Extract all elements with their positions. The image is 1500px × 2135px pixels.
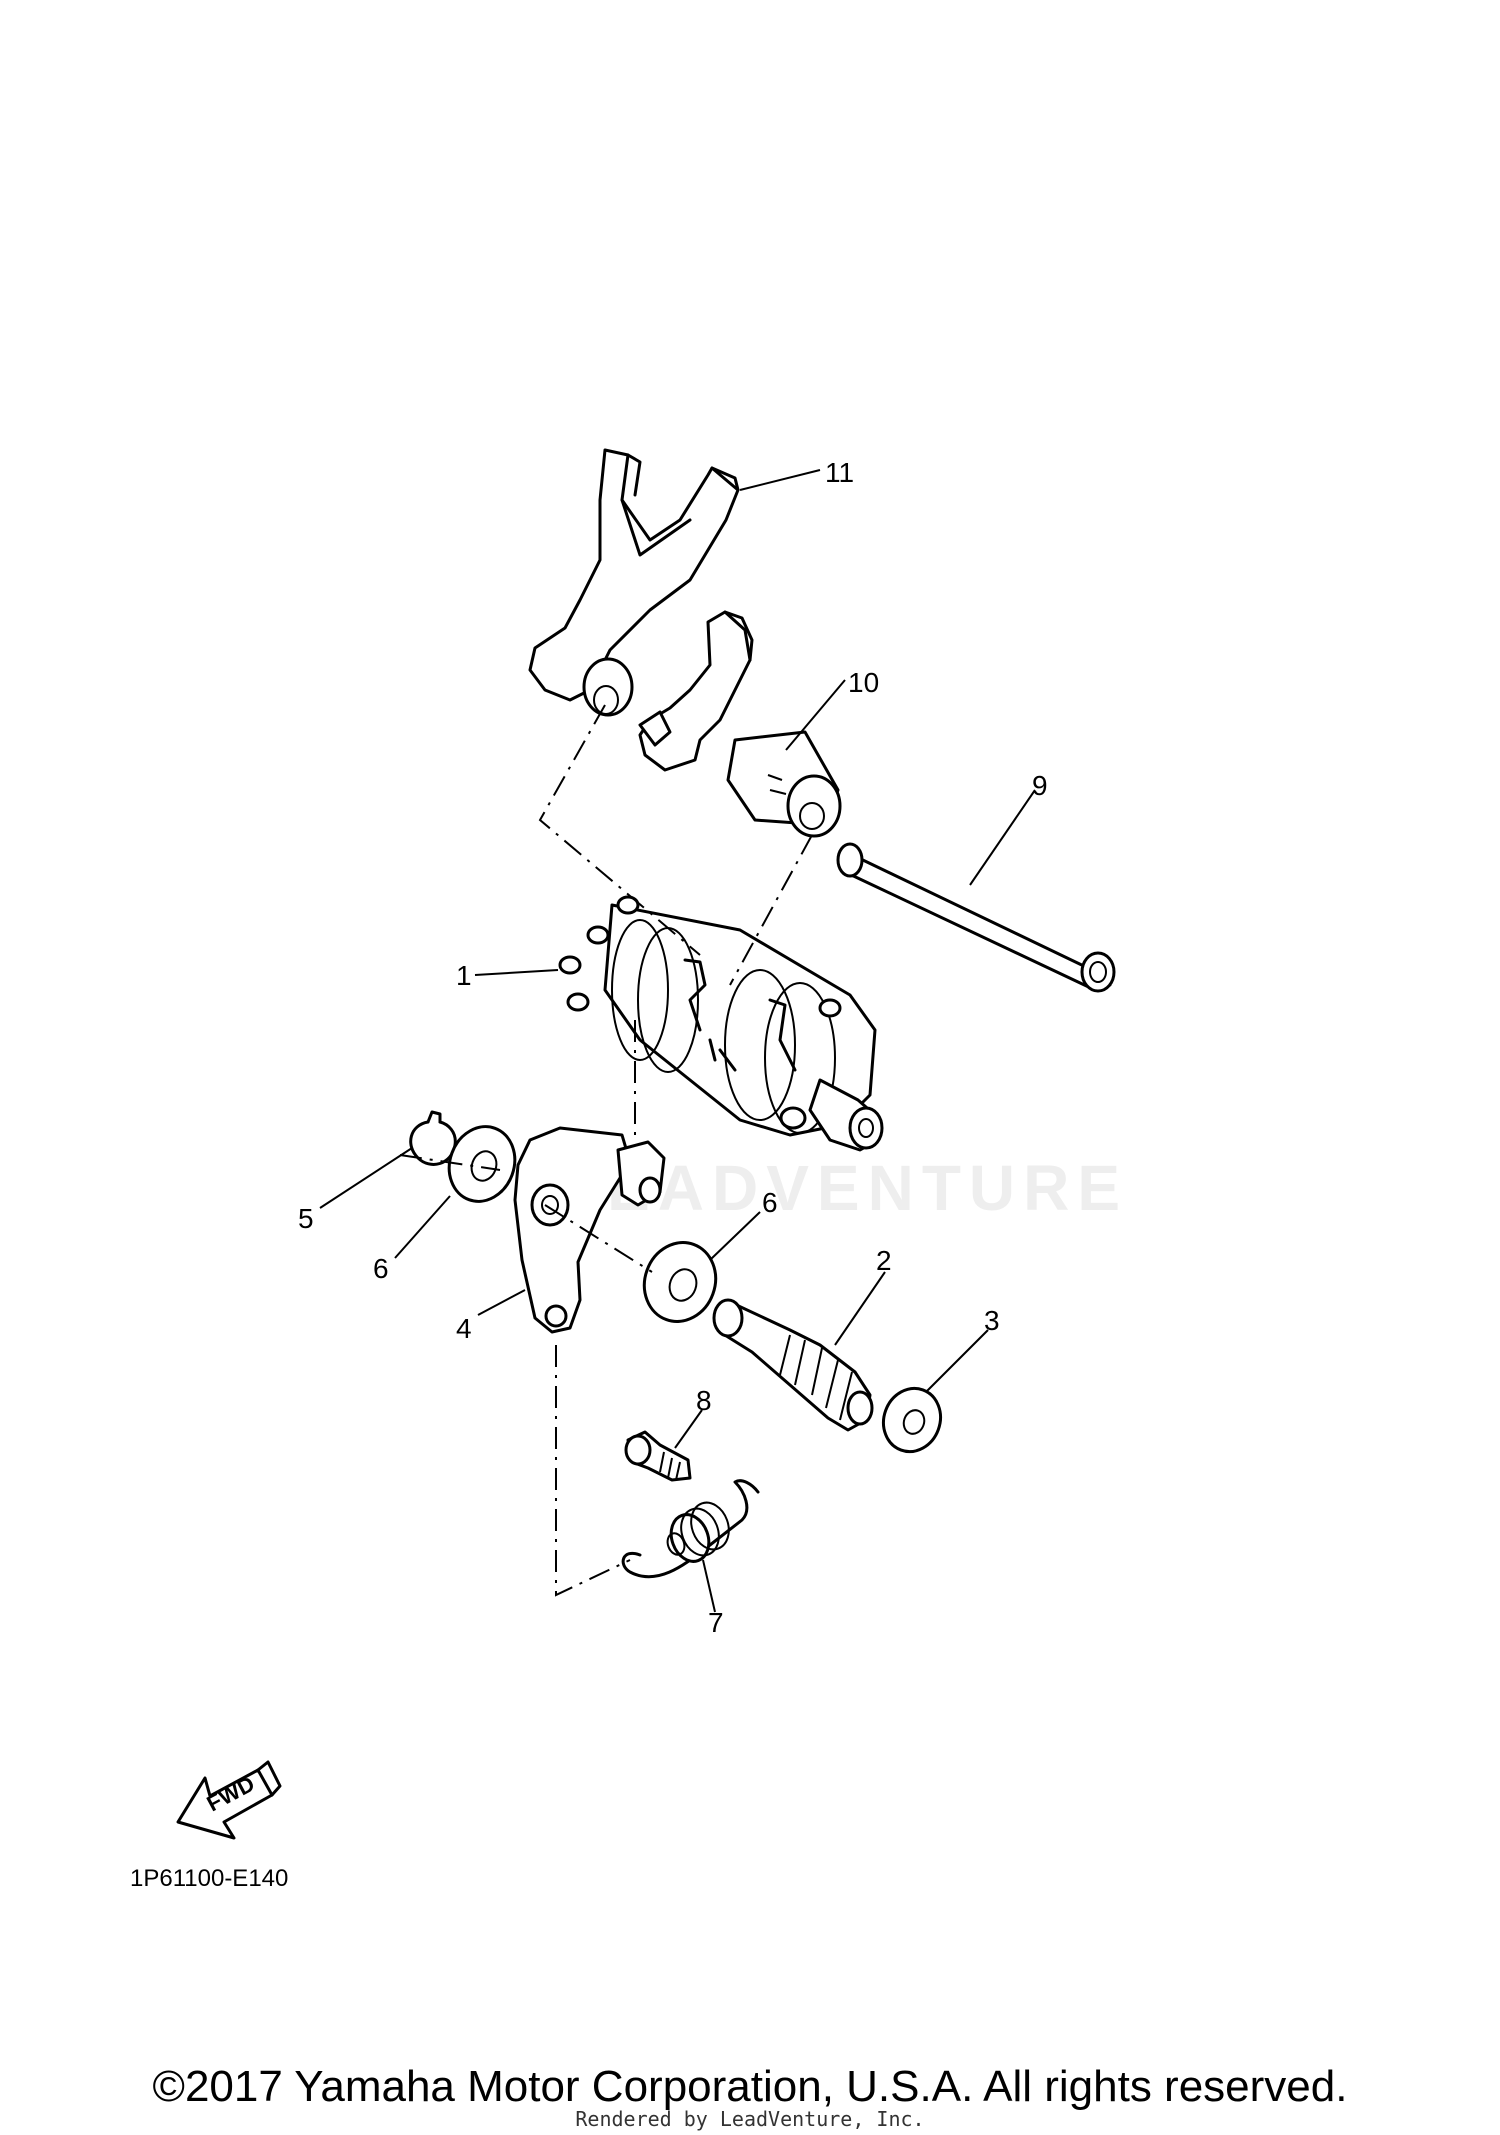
copyright-notice: ©2017 Yamaha Motor Corporation, U.S.A. A… (152, 2062, 1348, 2111)
callout-labels: 11 10 9 1 5 6 6 4 2 3 8 7 (298, 457, 1048, 1638)
callout-4: 4 (456, 1313, 472, 1344)
callout-2: 2 (876, 1245, 892, 1276)
fwd-arrow-icon: FWD (176, 1760, 282, 1840)
callout-1: 1 (456, 960, 472, 991)
callout-6-right: 6 (762, 1187, 778, 1218)
callout-11: 11 (825, 457, 854, 488)
shift-fork-lower[interactable] (638, 610, 842, 838)
washer-small[interactable] (875, 1380, 950, 1459)
small-bolt[interactable] (624, 1430, 692, 1482)
leader-lines (319, 469, 1036, 1613)
callout-7: 7 (708, 1607, 724, 1638)
shift-fork-upper[interactable] (528, 448, 740, 717)
circlip[interactable] (409, 1110, 457, 1166)
stopper-bolt[interactable] (712, 1298, 874, 1432)
callout-5: 5 (298, 1203, 314, 1234)
washer-right[interactable] (633, 1232, 726, 1331)
callout-6-left: 6 (373, 1253, 389, 1284)
callout-8: 8 (696, 1385, 712, 1416)
assembly-lines (399, 704, 813, 1597)
part-code: 1P61100-E140 (130, 1865, 288, 1892)
stopper-lever[interactable] (513, 1126, 666, 1334)
shift-drum[interactable] (558, 895, 884, 1152)
rendered-by-credit: Rendered by LeadVenture, Inc. (575, 2107, 925, 2131)
washer-left[interactable] (439, 1117, 525, 1210)
callout-3: 3 (984, 1305, 1000, 1336)
callout-10: 10 (848, 667, 879, 698)
callout-9: 9 (1032, 770, 1048, 801)
torsion-spring[interactable] (621, 1479, 760, 1579)
shift-fork-shaft[interactable] (836, 842, 1116, 993)
